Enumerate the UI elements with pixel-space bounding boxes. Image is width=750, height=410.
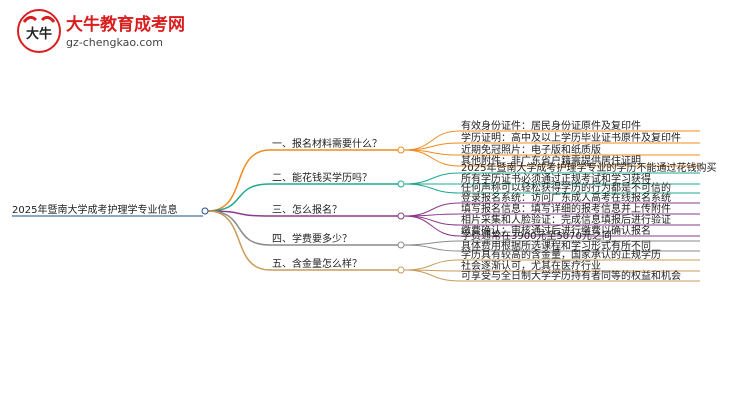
leaf-connector xyxy=(403,130,461,151)
leaf-label: 填写报名信息：填写详细的报考信息并上传附件 xyxy=(461,202,671,215)
leaf-connector xyxy=(403,149,461,167)
logo-url: gz-chengkao.com xyxy=(66,36,163,49)
leaf-connector xyxy=(403,259,461,271)
bull-logo-icon: 大牛 xyxy=(17,9,61,53)
branch-node-dot xyxy=(397,266,405,274)
leaf-label: 近期免冠照片：电子版和纸质版 xyxy=(461,143,601,156)
branch-label: 三、怎么报名？ xyxy=(272,203,342,216)
logo-mark-text: 大牛 xyxy=(26,26,52,42)
leaf-label: 2025年暨南大学成考护理学专业的学历不能通过花钱购买 xyxy=(461,161,716,174)
leaf-label: 其他附件：非广东省户籍需提供居住证明 xyxy=(461,154,641,167)
root-node-dot xyxy=(201,207,209,215)
leaf-connector xyxy=(403,215,461,226)
leaf-label: 社会逐渐认可，尤其在医疗行业 xyxy=(461,259,601,272)
site-logo[interactable]: 大牛 大牛教育成考网 gz-chengkao.com xyxy=(10,6,270,56)
branch-node-dot xyxy=(397,241,405,249)
leaf-connector xyxy=(403,172,461,185)
leaf-connector xyxy=(403,240,461,246)
leaf-label: 相片采集和人脸验证：完成信息填报后进行验证 xyxy=(461,213,671,226)
leaf-label: 任何声称可以轻松获得学历的行为都是不可信的 xyxy=(461,181,671,194)
mind-map-nodes: 2025年暨南大学成考护理学专业信息 一、报名材料需要什么？ 有效身份证件：居民身… xyxy=(12,119,716,282)
branch-label: 五、含金量怎么样？ xyxy=(272,257,362,270)
branch-connector xyxy=(207,210,271,217)
branch-connector xyxy=(207,210,271,271)
leaf-label: 缴费确认：审核通过后进行缴费以确认报名 xyxy=(461,224,651,237)
leaf-connector xyxy=(403,244,461,252)
leaf-label: 学历具有较高的含金量，国家承认的正规学历 xyxy=(461,248,661,261)
leaf-connector xyxy=(403,213,461,217)
root-topic: 2025年暨南大学成考护理学专业信息 xyxy=(12,203,177,216)
leaf-connector xyxy=(403,215,461,237)
branch-label: 四、学费要多少？ xyxy=(272,232,352,245)
leaf-label: 具体费用根据所选课程和学习形式有所不同 xyxy=(461,239,651,252)
leaf-label: 学历证明：高中及以上学历毕业证书原件及复印件 xyxy=(461,131,681,144)
branch-node-dot xyxy=(397,212,405,220)
leaf-label: 登录报名系统：访问广东成人高考在线报名系统 xyxy=(461,191,671,204)
leaf-label: 所有学历证书必须通过正规考试和学习获得 xyxy=(461,172,651,185)
leaf-label: 有效身份证件：居民身份证原件及复印件 xyxy=(461,119,641,132)
branch-connector xyxy=(207,183,271,212)
leaf-label: 学费通常在3900元至5070元之间 xyxy=(461,229,612,242)
branch-label: 二、能花钱买学历吗？ xyxy=(272,171,372,184)
leaf-label: 可享受与全日制大学学历持有者同等的权益和机会 xyxy=(461,269,681,282)
branch-node-dot xyxy=(397,180,405,188)
branch-label: 一、报名材料需要什么？ xyxy=(272,137,382,150)
logo-title: 大牛教育成考网 xyxy=(66,15,185,35)
branch-node-dot xyxy=(397,146,405,154)
branch-connector xyxy=(207,149,271,212)
leaf-connector xyxy=(403,269,461,282)
leaf-connector xyxy=(403,183,461,194)
mind-map-edges xyxy=(207,130,700,282)
